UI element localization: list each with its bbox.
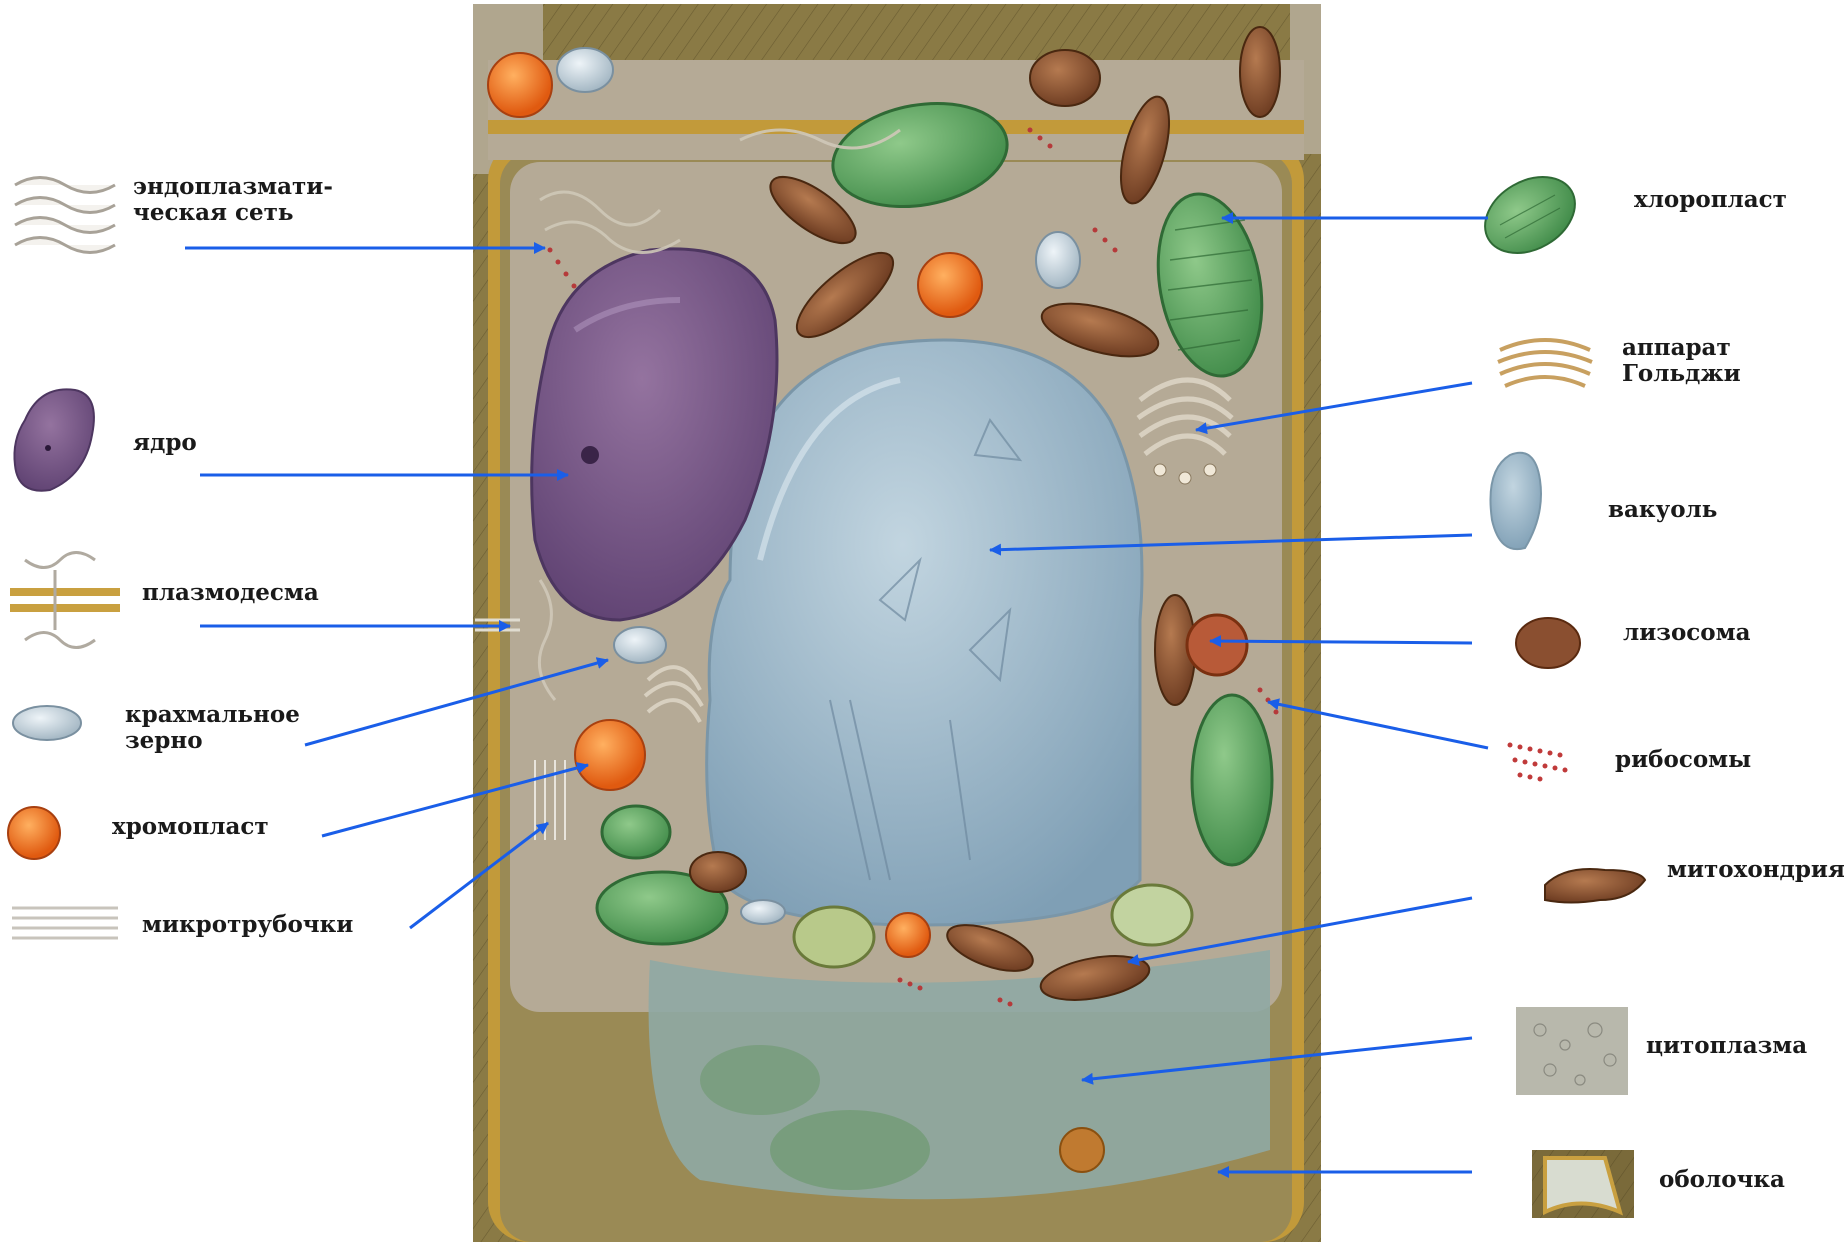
icon-ribosomes xyxy=(1508,743,1568,782)
icon-er xyxy=(15,178,115,253)
icon-lysosome xyxy=(1516,618,1580,668)
label-nucleus: ядро xyxy=(133,430,197,456)
label-cell-wall: оболочка xyxy=(1659,1167,1785,1193)
label-er: эндоплазмати- ческая сеть xyxy=(133,174,333,226)
chromoplast xyxy=(488,53,552,117)
arrow-lysosome xyxy=(1210,641,1472,643)
chromoplast xyxy=(918,253,982,317)
icon-mitochondria xyxy=(1545,869,1645,903)
label-chromoplast: хромопласт xyxy=(112,814,269,840)
icon-chromoplast xyxy=(8,807,60,859)
icon-golgi xyxy=(1498,340,1592,386)
icon-cytoplasm xyxy=(1516,1007,1628,1095)
icon-chloroplast xyxy=(1471,162,1588,269)
label-mitochondria: митохондрия xyxy=(1667,857,1844,883)
icon-nucleus xyxy=(14,389,94,490)
icon-starch-grain xyxy=(13,706,81,740)
label-chloroplast: хлоропласт xyxy=(1634,187,1787,213)
label-cytoplasm: цитоплазма xyxy=(1646,1033,1807,1059)
chromoplast xyxy=(886,913,930,957)
chloroplast-right-lower xyxy=(1192,695,1272,865)
cell-illustration xyxy=(473,4,1321,1242)
starch-grain xyxy=(614,627,666,663)
icon-cell-wall xyxy=(1532,1150,1634,1218)
label-microtubules: микротрубочки xyxy=(142,912,353,938)
label-vacuole: вакуоль xyxy=(1608,497,1717,523)
label-golgi: аппарат Гольджи xyxy=(1622,335,1741,387)
starch-grain xyxy=(557,48,613,92)
starch-grain xyxy=(1036,232,1080,288)
lysosome xyxy=(1187,615,1247,675)
label-starch-grain: крахмальное зерно xyxy=(125,702,300,754)
label-ribosomes: рибосомы xyxy=(1615,747,1751,773)
icon-microtubules xyxy=(12,908,118,938)
icon-plasmodesma xyxy=(10,553,120,648)
chromoplast xyxy=(575,720,645,790)
icon-vacuole xyxy=(1490,453,1541,549)
label-lysosome: лизосома xyxy=(1623,620,1751,646)
label-plasmodesma: плазмодесма xyxy=(142,580,319,606)
